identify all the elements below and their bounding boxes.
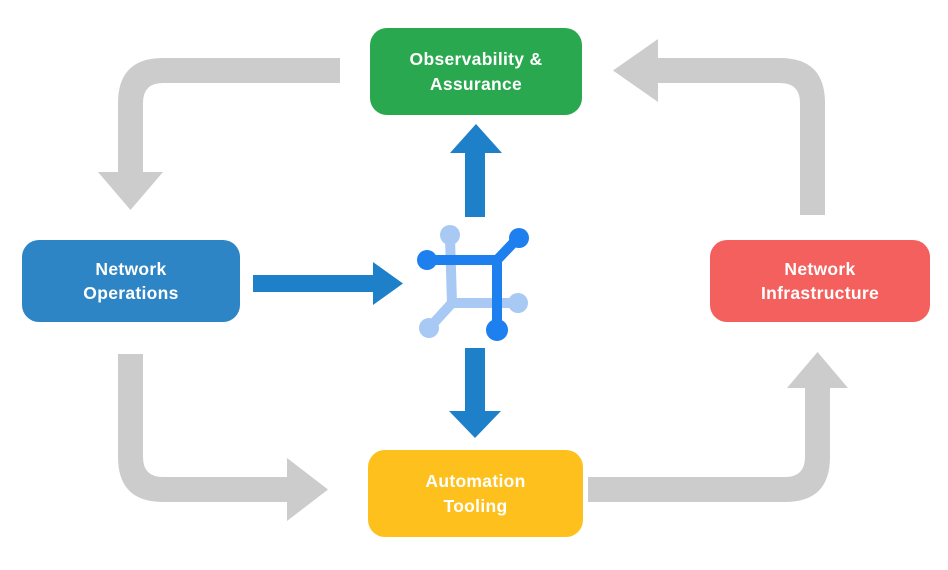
node-label-line: Automation: [425, 471, 526, 492]
node-network-infrastructure: Network Infrastructure: [710, 240, 930, 322]
node-label-line: Tooling: [443, 495, 508, 516]
node-label-line: Infrastructure: [761, 283, 879, 303]
network-node-icon: [417, 225, 529, 341]
node-observability-assurance: Observability & Assurance: [370, 28, 582, 115]
node-network-operations: Network Operations: [22, 240, 240, 322]
node-automation-tooling: Automation Tooling: [368, 450, 583, 537]
node-label-line: Observability &: [409, 49, 543, 70]
node-label-line: Operations: [83, 283, 179, 303]
flow-arrow-automation-to-infrastructure: [588, 352, 848, 502]
flow-arrow-observability-to-operations: [98, 58, 340, 210]
node-label-line: Network: [784, 258, 856, 279]
flow-arrow-operations-to-automation: [118, 354, 328, 521]
flow-arrow-infrastructure-to-observability: [613, 39, 825, 215]
node-label-line: Assurance: [429, 73, 523, 94]
node-label-line: Network: [95, 258, 167, 279]
process-arrow-icon-to-observability: [450, 124, 502, 217]
process-arrow-icon-to-automation: [449, 348, 501, 438]
process-arrow-operations-to-icon: [253, 262, 403, 305]
